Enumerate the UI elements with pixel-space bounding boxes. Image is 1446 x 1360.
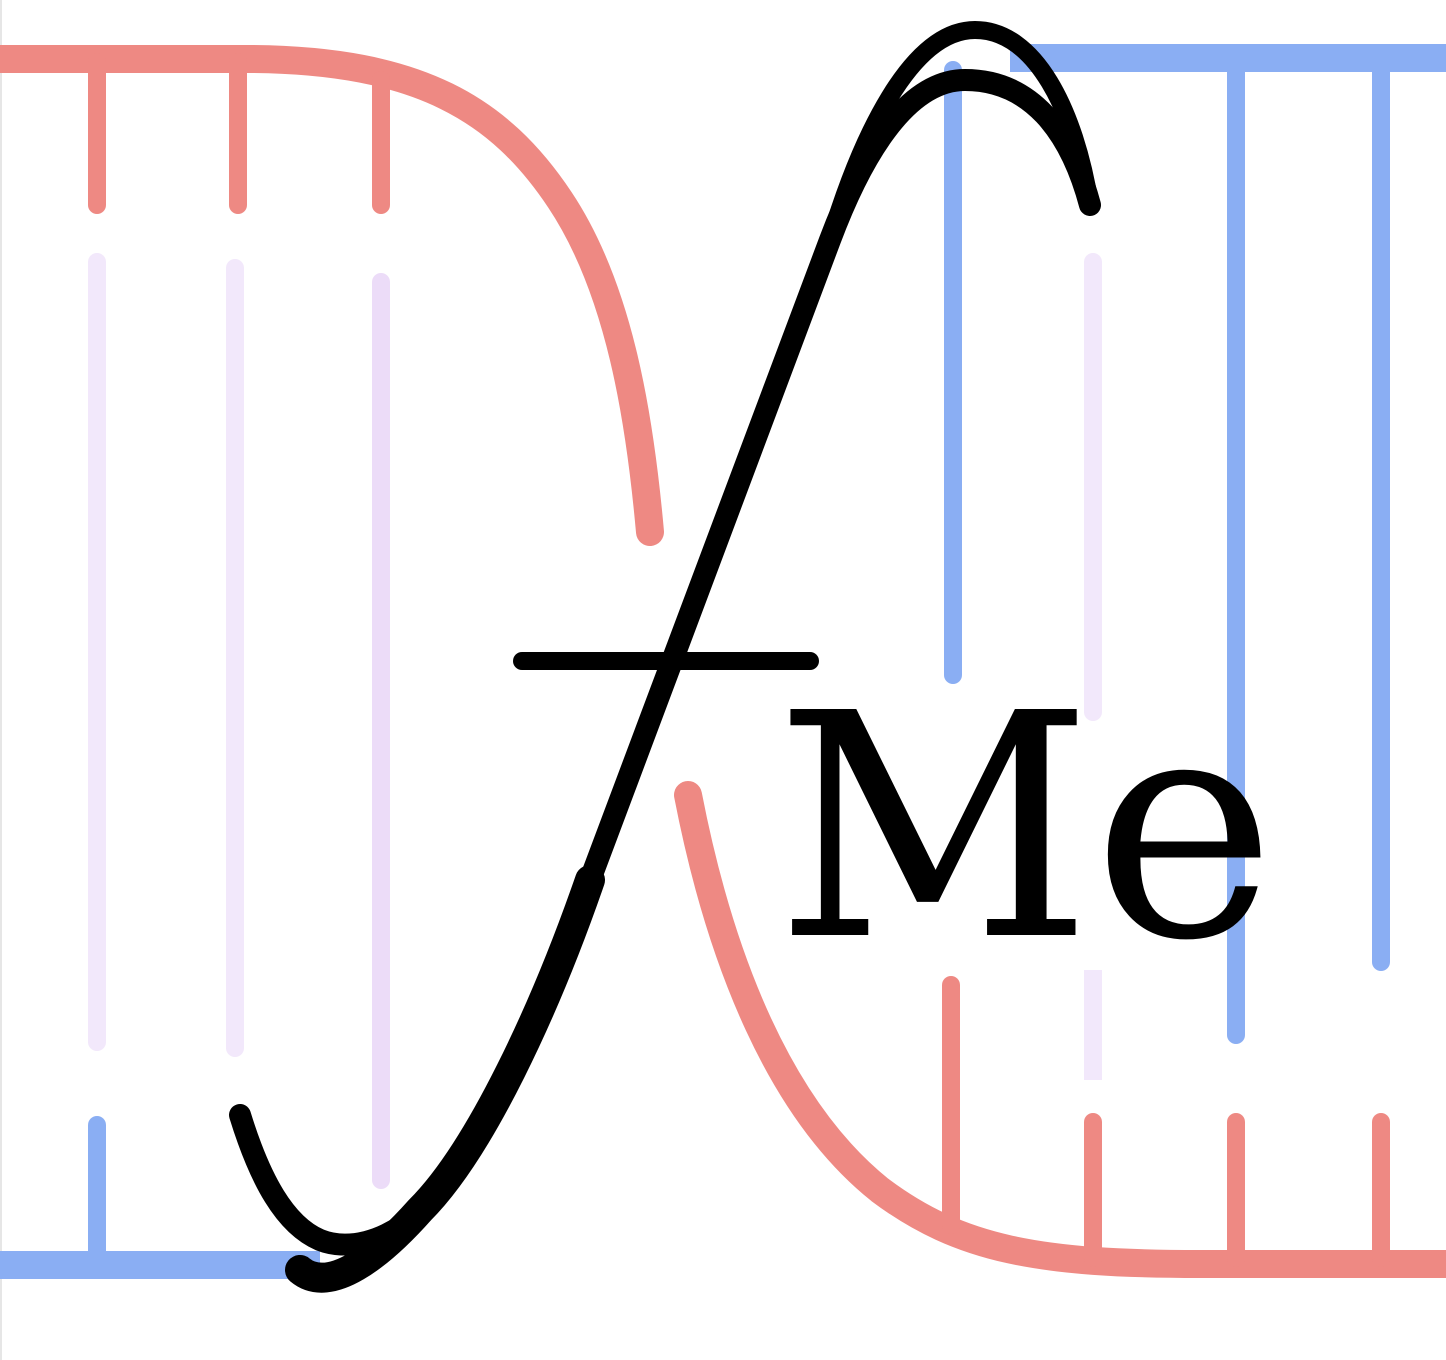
- base-pairs-left: [88, 253, 390, 1189]
- left-border: [0, 0, 2, 1360]
- red-strand-curve: [674, 781, 1446, 1278]
- red-strand-top: [0, 45, 664, 546]
- logo-text: Me: [775, 648, 1276, 1009]
- red-strand-curve: [0, 45, 664, 546]
- blue-strand-top: [944, 44, 1446, 1044]
- red-strand-bottom: [674, 781, 1446, 1278]
- blue-strand-bottom: [0, 1116, 320, 1279]
- integral-bottom-hook: [285, 865, 605, 1293]
- integral-sign-icon: [229, 20, 1101, 1293]
- integral-top-hook: [821, 20, 1099, 249]
